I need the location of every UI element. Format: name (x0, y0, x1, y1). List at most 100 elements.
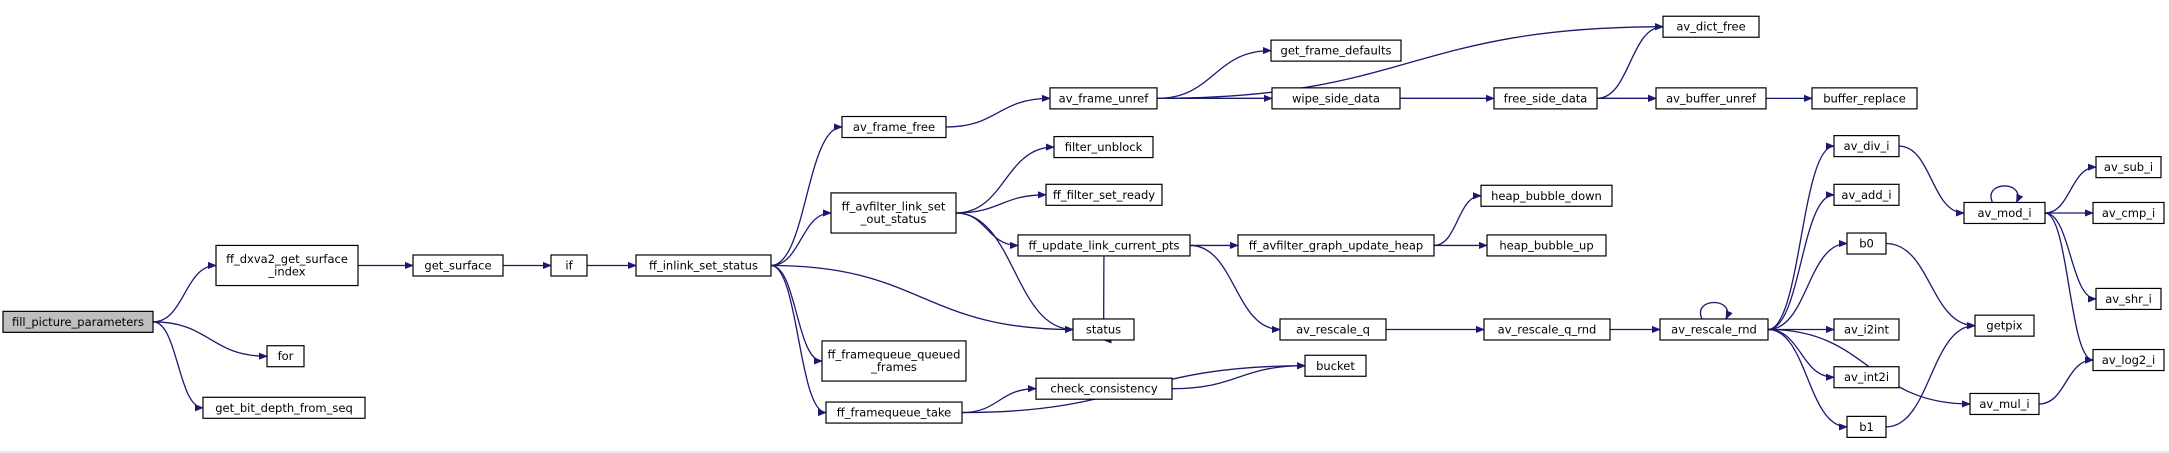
node-av_add_i[interactable]: av_add_i (1833, 183, 1900, 206)
node-box-get_bit_depth_from_seq (202, 396, 366, 419)
node-label-get_surface-0: get_surface (424, 258, 491, 272)
node-label-av_div_i-0: av_div_i (1844, 139, 1890, 153)
node-av_cmp_i[interactable]: av_cmp_i (2092, 201, 2165, 225)
node-box-heap_bubble_up (1486, 234, 1607, 257)
node-av_mod_i[interactable]: av_mod_i (1963, 201, 2046, 225)
edge-av_frame_free-to-av_frame_unref (945, 94, 1051, 128)
edge-ff_inlink_set_status-to-ff_framequeue_take (770, 264, 827, 417)
edge-av_mul_i-to-av_log2_i (2038, 356, 2094, 405)
node-label-fill_picture_parameters-0: fill_picture_parameters (12, 315, 144, 329)
node-b0[interactable]: b0 (1846, 232, 1887, 255)
node-av_i2int[interactable]: av_i2int (1833, 318, 1900, 341)
node-av_frame_free[interactable]: av_frame_free (841, 115, 947, 139)
node-label-av_i2int-0: av_i2int (1844, 322, 1890, 336)
node-box-ff_avfilter_graph_update_heap (1237, 234, 1435, 257)
node-label-av_frame_free-0: av_frame_free (853, 120, 935, 134)
node-av_div_i[interactable]: av_div_i (1833, 135, 1900, 158)
edge-av_rescale_rnd-to-b1 (1767, 328, 1848, 431)
node-buffer_replace[interactable]: buffer_replace (1811, 87, 1918, 110)
node-box-av_rescale_rnd (1659, 318, 1769, 341)
edge-ff_inlink_set_status-to-status (770, 264, 1074, 334)
node-box-for (266, 345, 305, 368)
edge-ff_framequeue_take-to-check_consistency (961, 385, 1037, 414)
edge-check_consistency-to-bucket (1171, 362, 1306, 390)
node-box-buffer_replace (1811, 87, 1918, 110)
node-ff_framequeue_queued_frames[interactable]: ff_framequeue_queued_frames (821, 340, 967, 382)
node-label-ff_avfilter_graph_update_heap-0: ff_avfilter_graph_update_heap (1249, 238, 1423, 252)
node-ff_update_link_current_pts[interactable]: ff_update_link_current_pts (1017, 234, 1191, 257)
node-label-ff_inlink_set_status-0: ff_inlink_set_status (649, 258, 758, 272)
edge-av_mod_i-to-av_shr_i (2044, 212, 2097, 303)
node-fill_picture_parameters[interactable]: fill_picture_parameters (2, 310, 154, 333)
node-label-for-0: for (278, 349, 294, 363)
node-box-bucket (1304, 354, 1367, 377)
node-box-av_dict_free (1662, 15, 1760, 38)
node-box-av_rescale_q_rnd (1483, 318, 1611, 341)
node-box-getpix (1974, 314, 2035, 337)
node-box-filter_unblock (1053, 135, 1154, 159)
node-get_surface[interactable]: get_surface (412, 254, 504, 277)
node-av_rescale_q[interactable]: av_rescale_q (1279, 318, 1387, 341)
edge-ff_avfilter_graph_update_heap-to-heap_bubble_down (1433, 192, 1482, 247)
node-av_int2i[interactable]: av_int2i (1833, 366, 1900, 389)
edge-av_frame_unref-to-av_dict_free (1156, 23, 1664, 100)
edge-b1-to-getpix (1885, 322, 1976, 428)
node-av_sub_i[interactable]: av_sub_i (2095, 156, 2162, 179)
node-label-av_rescale_q_rnd-0: av_rescale_q_rnd (1498, 322, 1597, 336)
node-label-ff_framequeue_queued_frames-0: ff_framequeue_queued (828, 348, 961, 362)
node-for[interactable]: for (266, 345, 305, 368)
edge-ff_inlink_set_status-to-ff_framequeue_queued_frames (770, 264, 823, 365)
node-b1[interactable]: b1 (1846, 415, 1887, 438)
node-label-b1-0: b1 (1859, 420, 1874, 434)
node-label-filter_unblock-0: filter_unblock (1065, 140, 1143, 154)
node-ff_framequeue_take[interactable]: ff_framequeue_take (825, 401, 963, 424)
node-ff_avfilter_link_set_out_status[interactable]: ff_avfilter_link_set_out_status (830, 192, 957, 234)
node-ff_inlink_set_status[interactable]: ff_inlink_set_status (635, 254, 772, 277)
node-box-status (1072, 318, 1135, 341)
node-box-b0 (1846, 232, 1887, 255)
edges-layer (152, 23, 2097, 431)
node-get_frame_defaults[interactable]: get_frame_defaults (1270, 39, 1402, 62)
node-ff_avfilter_graph_update_heap[interactable]: ff_avfilter_graph_update_heap (1237, 234, 1435, 257)
node-box-av_i2int (1833, 318, 1900, 341)
node-heap_bubble_down[interactable]: heap_bubble_down (1480, 184, 1613, 207)
node-status[interactable]: status (1072, 318, 1135, 341)
node-free_side_data[interactable]: free_side_data (1493, 87, 1598, 110)
node-label-heap_bubble_up-0: heap_bubble_up (1499, 238, 1593, 252)
node-filter_unblock[interactable]: filter_unblock (1053, 135, 1154, 159)
node-check_consistency[interactable]: check_consistency (1035, 377, 1173, 400)
node-label-av_cmp_i-0: av_cmp_i (2102, 206, 2155, 220)
node-label-av_mul_i-0: av_mul_i (1979, 397, 2029, 411)
edge-av_rescale_rnd-to-av_rescale_rnd (1699, 301, 1733, 320)
node-box-ff_framequeue_queued_frames (821, 340, 967, 382)
node-wipe_side_data[interactable]: wipe_side_data (1271, 87, 1401, 110)
node-box-ff_avfilter_link_set_out_status (830, 192, 957, 234)
node-box-heap_bubble_down (1480, 184, 1613, 207)
node-getpix[interactable]: getpix (1974, 314, 2035, 337)
node-box-av_shr_i (2095, 287, 2162, 311)
node-bucket[interactable]: bucket (1304, 354, 1367, 377)
node-av_log2_i[interactable]: av_log2_i (2092, 348, 2165, 372)
node-if[interactable]: if (550, 254, 588, 277)
node-label-ff_filter_set_ready-0: ff_filter_set_ready (1053, 188, 1155, 202)
node-av_rescale_q_rnd[interactable]: av_rescale_q_rnd (1483, 318, 1611, 341)
node-av_rescale_rnd[interactable]: av_rescale_rnd (1659, 318, 1769, 341)
node-heap_bubble_up[interactable]: heap_bubble_up (1486, 234, 1607, 257)
node-label-av_mod_i-0: av_mod_i (1977, 206, 2031, 220)
node-av_mul_i[interactable]: av_mul_i (1969, 392, 2040, 416)
node-box-av_mul_i (1969, 392, 2040, 416)
node-label-check_consistency-0: check_consistency (1050, 382, 1157, 396)
node-av_shr_i[interactable]: av_shr_i (2095, 287, 2162, 311)
edge-av_rescale_rnd-to-av_add_i (1767, 191, 1835, 331)
node-box-av_sub_i (2095, 156, 2162, 179)
node-get_bit_depth_from_seq[interactable]: get_bit_depth_from_seq (202, 396, 366, 419)
node-av_frame_unref[interactable]: av_frame_unref (1049, 87, 1158, 110)
node-label-get_frame_defaults-0: get_frame_defaults (1281, 44, 1392, 58)
node-ff_filter_set_ready[interactable]: ff_filter_set_ready (1045, 183, 1163, 206)
node-box-av_frame_unref (1049, 87, 1158, 110)
node-ff_dxva2_get_surface_index[interactable]: ff_dxva2_get_surface_index (215, 244, 359, 287)
node-av_dict_free[interactable]: av_dict_free (1662, 15, 1760, 38)
node-label-ff_dxva2_get_surface_index-0: ff_dxva2_get_surface (226, 252, 348, 266)
node-label-av_frame_unref-0: av_frame_unref (1059, 91, 1150, 105)
node-av_buffer_unref[interactable]: av_buffer_unref (1655, 87, 1767, 110)
